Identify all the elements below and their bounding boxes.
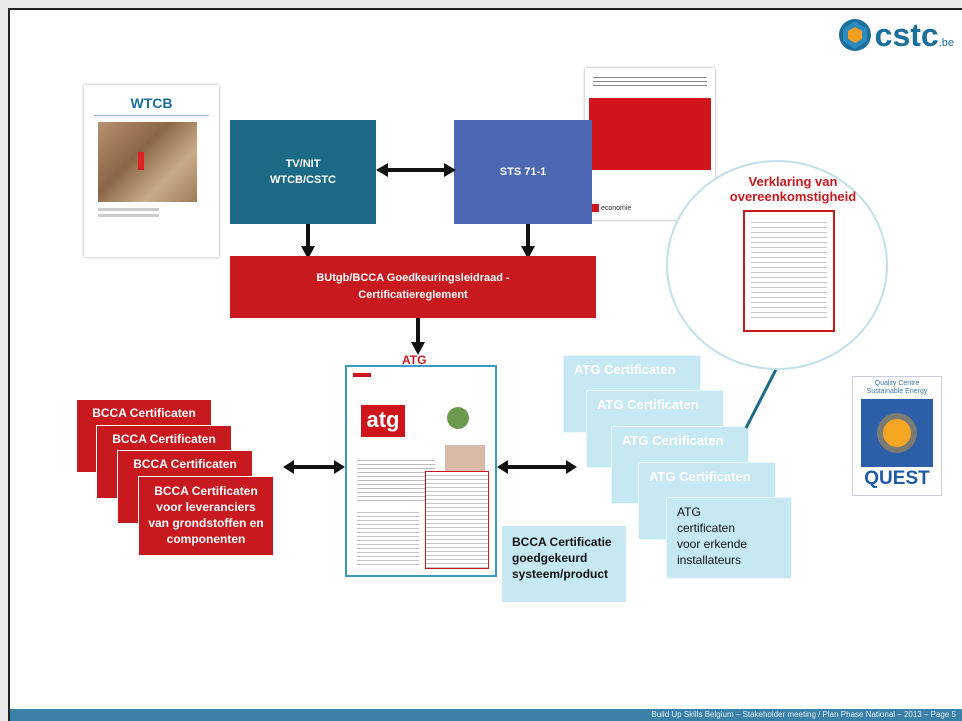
quest-logo: Quality Centre Sustainable Energy QUEST [852, 376, 942, 496]
sts-down-arrow-icon [521, 224, 535, 259]
tvnit-line-1: TV/NIT [285, 158, 321, 170]
footer-bar: Build Up Skills Belgium – Stakeholder me… [10, 709, 962, 721]
bcca-card-4-line-2: voor leveranciers [156, 500, 256, 514]
wtcb-doc-photo [98, 122, 197, 202]
butgb-box: BUtgb/BCCA Goedkeuringsleidraad - Certif… [230, 256, 596, 318]
tvnit-sts-double-arrow-icon [376, 163, 456, 177]
quest-top-line-2: Sustainable Energy [866, 388, 928, 395]
atg-card-5-line-2: certificaten [677, 521, 736, 535]
wtcb-doc-title: WTCB [130, 95, 173, 111]
butgb-down-arrow-icon [411, 318, 425, 355]
atg-doc-logo: atg [361, 405, 405, 437]
atg-card-5-line-1: ATG [677, 505, 701, 519]
tvnit-line-2: WTCB/CSTC [270, 174, 336, 186]
logo-text: cstc [874, 17, 939, 53]
verklaring-line-1: Verklaring van [748, 174, 838, 189]
sts-label: STS 71-1 [499, 166, 547, 178]
bcca-product-line-3: systeem/product [512, 567, 609, 581]
atg-card-2-label: ATG Certificaten [597, 397, 699, 412]
butgb-line-2: Certificatiereglement [358, 289, 468, 301]
cstc-globe-icon [838, 19, 871, 51]
quest-sun-icon [861, 399, 933, 467]
atg-label: ATG [402, 353, 427, 367]
bcca-card-4: BCCA Certificaten voor leveranciers van … [138, 476, 274, 556]
bcca-card-2-label: BCCA Certificaten [112, 432, 216, 446]
verklaring-line-2: overeenkomstigheid [729, 189, 857, 204]
cstc-logo: cstc.be [838, 18, 954, 52]
atg-card-3-label: ATG Certificaten [622, 433, 724, 448]
bcca-card-4-line-1: BCCA Certificaten [154, 484, 258, 498]
atg-doc-seal-icon [447, 407, 469, 429]
atg-document: atg [345, 365, 497, 577]
sts-doc-cover [589, 98, 711, 170]
wtcb-document: WTCB [84, 85, 219, 257]
bcca-card-3-label: BCCA Certificaten [133, 457, 237, 471]
atg-card-1-label: ATG Certificaten [574, 362, 676, 377]
atg-card-4-label: ATG Certificaten [649, 469, 751, 484]
logo-suffix: .be [938, 37, 954, 49]
quest-name: QUEST [864, 468, 930, 489]
atg-card-5: ATG certificaten voor erkende installate… [666, 497, 792, 579]
economie-logo-icon [591, 204, 599, 212]
atg-card-5-line-3: voor erkende [677, 537, 748, 551]
bcca-product-box: BCCA Certificatie goedgekeurd systeem/pr… [502, 526, 626, 602]
tvnit-down-arrow-icon [301, 224, 315, 259]
atg-certs-double-arrow-icon [497, 460, 577, 474]
bcca-product-line-1: BCCA Certificatie [512, 535, 612, 549]
sts-box: STS 71-1 [454, 120, 592, 224]
tvnit-box: TV/NIT WTCB/CSTC [230, 120, 376, 224]
verklaring-title: Verklaring van overeenkomstigheid [718, 174, 868, 204]
footer-text: Build Up Skills Belgium – Stakeholder me… [651, 710, 956, 719]
butgb-line-1: BUtgb/BCCA Goedkeuringsleidraad - [316, 272, 510, 284]
bcca-card-4-line-3: van grondstoffen en [148, 516, 264, 530]
quest-top-line-1: Quality Centre [874, 380, 920, 387]
sts-document: economie [585, 68, 715, 220]
bcca-atg-double-arrow-icon [283, 460, 345, 474]
sts-doc-brand: economie [600, 204, 632, 212]
bcca-product-line-2: goedgekeurd [512, 551, 588, 565]
bcca-card-4-line-4: componenten [166, 532, 246, 546]
atg-card-5-line-4: installateurs [677, 553, 742, 567]
verklaring-document [743, 210, 835, 332]
slide: cstc.be WTCB TV/NIT WTCB/CSTC economie S… [8, 8, 962, 721]
bcca-card-1-label: BCCA Certificaten [92, 406, 196, 420]
